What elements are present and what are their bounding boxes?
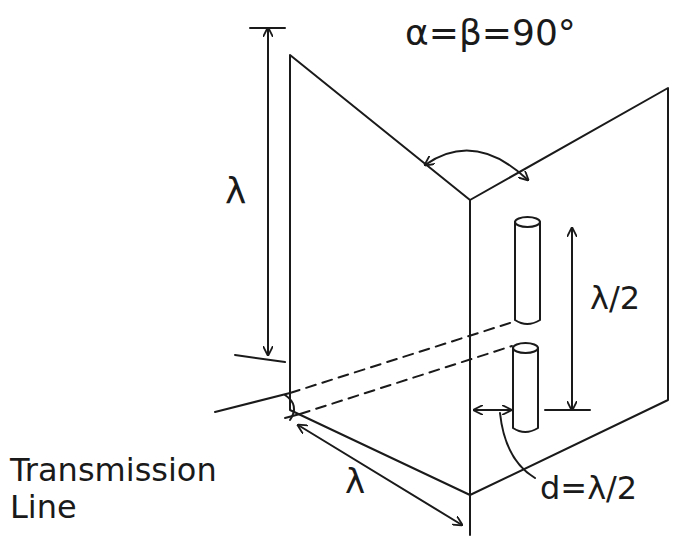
dipole-rod — [515, 222, 540, 324]
dimension-label: λ — [345, 462, 365, 501]
dipole-rod-end — [515, 217, 540, 227]
angle-arc — [425, 151, 528, 180]
right-plate — [470, 88, 668, 495]
dipole-length-dimension — [571, 228, 573, 410]
extension-line — [469, 495, 471, 535]
leader-line — [500, 413, 535, 478]
dimension-label: λ/2 — [590, 280, 640, 317]
transmission-wire-hidden — [300, 346, 512, 414]
extension-line — [545, 409, 590, 411]
angle-label: α=β=90° — [405, 12, 576, 53]
transmission-wire-bend — [285, 395, 294, 420]
dimension-label: d=λ/2 — [540, 470, 637, 507]
transmission-wire — [215, 393, 290, 412]
dipole-rod — [513, 348, 538, 432]
height-dimension — [267, 28, 269, 355]
transmission-line-label: Transmission Line — [10, 452, 260, 526]
width-dimension — [298, 425, 462, 525]
spacing-dimension — [474, 409, 511, 411]
dipole-rod-end — [513, 343, 538, 353]
left-plate — [290, 55, 470, 495]
extension-line — [235, 355, 285, 362]
dimension-label: λ — [225, 170, 246, 211]
extension-line — [250, 27, 285, 29]
